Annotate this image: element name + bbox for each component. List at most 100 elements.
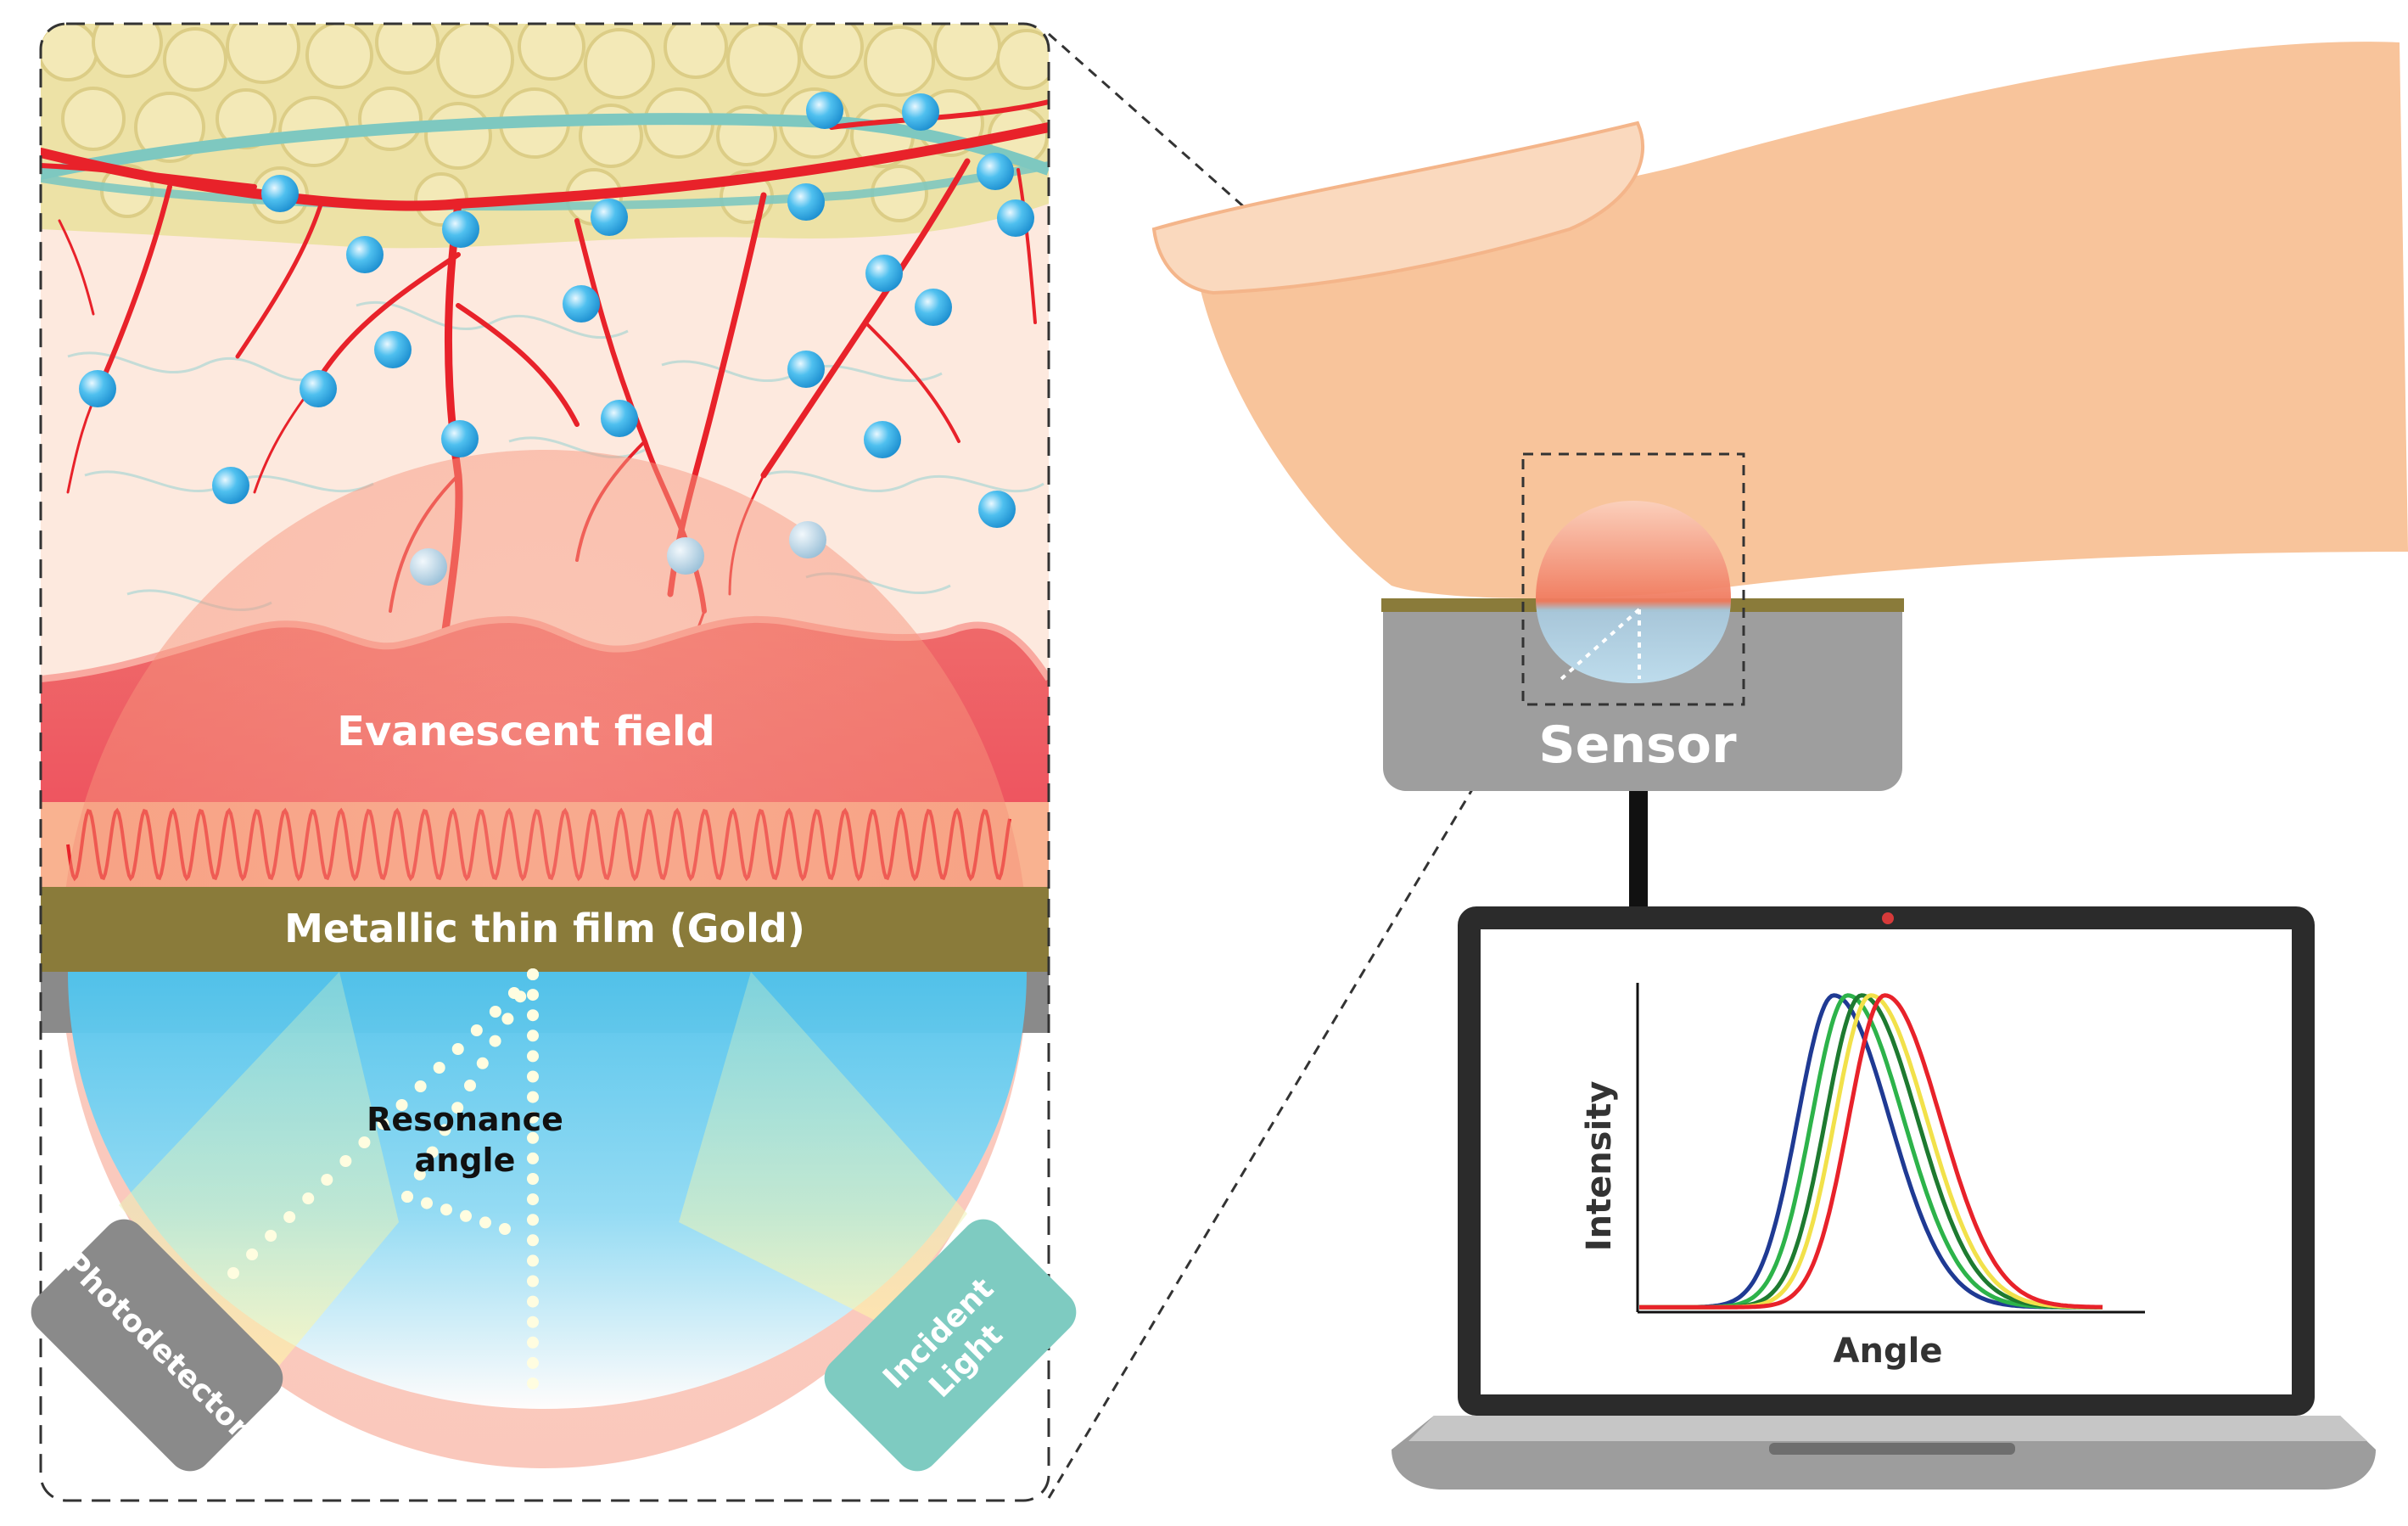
- angle-dot: [527, 1173, 539, 1185]
- molecule-icon: [902, 93, 939, 131]
- angle-dot: [426, 1146, 439, 1159]
- incident-light-source: Incident Light: [824, 1219, 1077, 1472]
- molecule-icon: [374, 331, 412, 368]
- incident-beam: [679, 972, 967, 1324]
- angle-dot: [489, 1006, 501, 1018]
- gold-film-label: Metallic thin film (Gold): [284, 906, 805, 951]
- sensor-dotted-lines: [1560, 608, 1641, 681]
- angle-dot: [358, 1136, 371, 1148]
- molecule-icon: [346, 236, 384, 273]
- angle-dot: [527, 1111, 539, 1124]
- angle-dot: [460, 1209, 472, 1222]
- x-axis-label: Angle: [1834, 1332, 1943, 1371]
- angle-dot: [527, 1356, 539, 1369]
- zoom-panel: Metallic thin film (Gold) Resonance angl…: [41, 24, 1049, 1468]
- angle-dot: [421, 1197, 433, 1209]
- y-axis-label: Intensity: [1580, 1081, 1619, 1252]
- molecule-icon: [300, 370, 337, 407]
- molecule-icon: [787, 351, 825, 388]
- molecule-icon: [915, 289, 952, 326]
- angle-dot: [440, 1203, 452, 1216]
- trackpad: [1769, 1443, 2015, 1455]
- chart-series: [1639, 993, 2103, 1310]
- angle-dot: [265, 1230, 277, 1242]
- angle-dot: [246, 1248, 259, 1260]
- molecule-icon: [442, 210, 479, 248]
- molecules: [79, 92, 1034, 586]
- angle-dot: [514, 990, 527, 1003]
- molecule-icon: [261, 175, 299, 212]
- angle-dot: [499, 1223, 511, 1235]
- molecule-icon: [865, 255, 903, 292]
- laptop-icon: [1392, 906, 2376, 1490]
- resonance-angle-lines: [227, 968, 539, 1389]
- molecule-icon: [441, 420, 479, 457]
- angle-dot: [413, 1168, 426, 1181]
- molecule-icon: [563, 285, 600, 323]
- angle-dot: [227, 1267, 239, 1279]
- molecule-icon: [977, 153, 1014, 190]
- angle-dot: [433, 1062, 445, 1074]
- angle-dot: [302, 1192, 315, 1204]
- molecule-icon: [789, 521, 826, 558]
- angle-dot: [451, 1102, 464, 1114]
- evanescent-field-label: Evanescent field: [337, 708, 715, 755]
- angle-dot: [527, 1316, 539, 1328]
- angle-dot: [527, 1029, 539, 1042]
- resonance-angle-label-1: Resonance: [367, 1101, 563, 1138]
- angle-dot: [321, 1174, 333, 1186]
- angle-dot: [501, 1013, 514, 1025]
- angle-dot: [377, 1118, 389, 1130]
- angle-dot: [527, 1131, 539, 1144]
- molecule-icon: [79, 370, 116, 407]
- angle-dot: [464, 1080, 476, 1091]
- angle-dot: [527, 1214, 539, 1226]
- sensor-zoom-box: [1521, 452, 1745, 706]
- angle-dot: [476, 1057, 489, 1069]
- angle-dot: [527, 1193, 539, 1206]
- angle-dot: [527, 1234, 539, 1247]
- molecule-icon: [212, 467, 249, 504]
- molecule-icon: [997, 199, 1034, 237]
- angle-dot: [414, 1080, 427, 1092]
- chart-series-line: [1639, 993, 2103, 1310]
- zoom-panel-border: [39, 22, 1050, 1502]
- angle-dot: [401, 1191, 413, 1203]
- angle-dot: [527, 1336, 539, 1349]
- angle-dot: [527, 1254, 539, 1267]
- reflected-beam: [119, 972, 399, 1375]
- angle-dot: [527, 1050, 539, 1063]
- molecule-icon: [787, 183, 825, 221]
- angle-dot: [283, 1211, 296, 1223]
- angle-dot: [527, 989, 539, 1001]
- molecule-icon: [601, 400, 638, 437]
- angle-dot: [479, 1216, 491, 1229]
- angle-dot: [527, 1009, 539, 1022]
- webcam-icon: [1882, 912, 1894, 924]
- molecule-icon: [591, 199, 628, 236]
- cable: [1629, 791, 1648, 910]
- fingernail: [1151, 121, 1645, 295]
- zoom-connector-bottom: [1047, 704, 1525, 1499]
- finger-illustration: [1151, 42, 2408, 598]
- angle-dot: [527, 1152, 539, 1164]
- angle-dot: [439, 1124, 451, 1136]
- angle-dot: [527, 1377, 539, 1389]
- angle-dot: [395, 1099, 408, 1111]
- spr-chart: Angle Intensity: [1580, 983, 2145, 1371]
- sensor-device: Sensor: [1381, 501, 1904, 791]
- angle-dot: [527, 1091, 539, 1103]
- resonance-angle-label-2: angle: [415, 1142, 516, 1179]
- molecule-icon: [806, 92, 843, 129]
- angle-dot: [527, 968, 539, 980]
- angle-dot: [527, 1070, 539, 1083]
- angle-dot: [451, 1043, 464, 1055]
- angle-dot: [339, 1155, 352, 1167]
- sensor-dome: [1536, 501, 1731, 683]
- angle-dot: [527, 1295, 539, 1308]
- molecule-icon: [667, 537, 704, 575]
- molecule-icon: [864, 421, 901, 458]
- molecule-icon: [410, 548, 447, 586]
- gold-film: [41, 887, 1049, 972]
